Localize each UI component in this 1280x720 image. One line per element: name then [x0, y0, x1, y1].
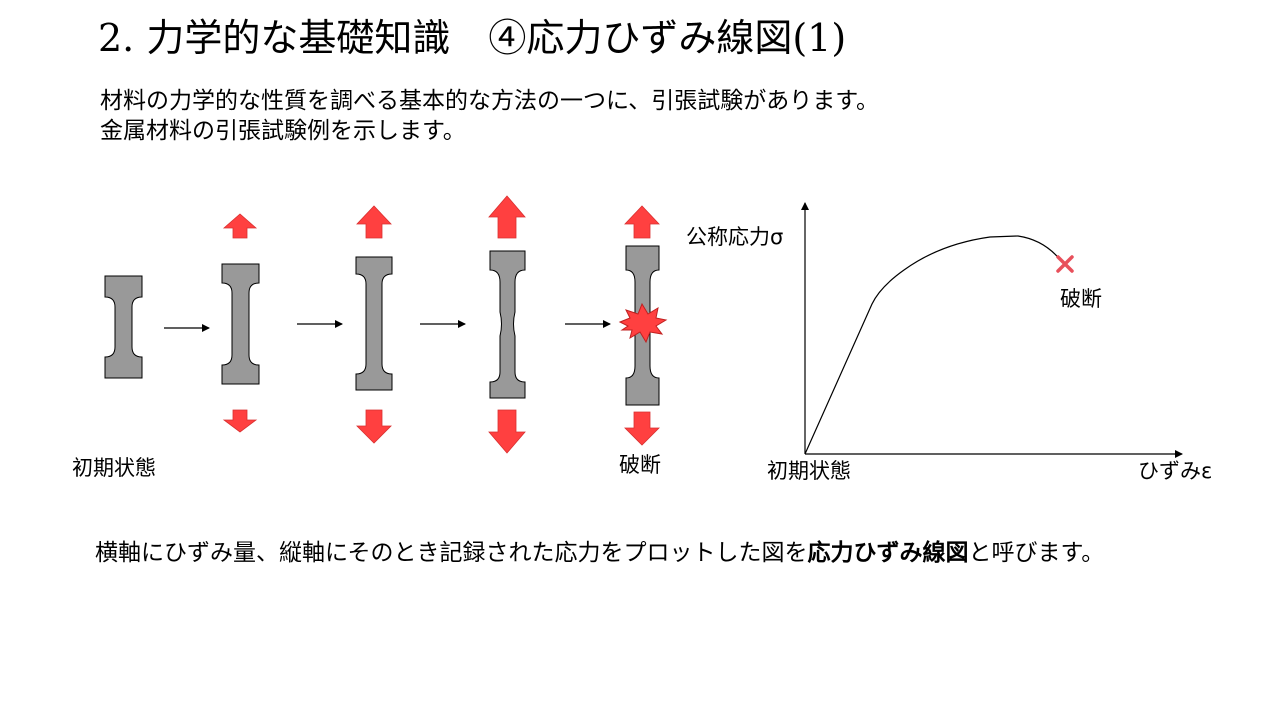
- x-axis-label: ひずみε: [1138, 459, 1212, 483]
- specimen-fracture-label: 破断: [619, 453, 661, 477]
- fracture-annotation: 破断: [1060, 287, 1102, 311]
- pull-arrow-down-5: [624, 411, 660, 446]
- specimen-stage-3: [355, 256, 393, 391]
- fracture-x-marker: [1056, 255, 1074, 273]
- specimen-stage-2: [221, 263, 260, 385]
- footer-text-after: と呼びます。: [968, 540, 1105, 566]
- specimen-stage-4: [489, 250, 526, 399]
- specimen-initial-label: 初期状態: [72, 456, 156, 480]
- intro-line-2: 金属材料の引張試験例を示します。: [100, 118, 466, 144]
- slide-title: 2. 力学的な基礎知識 ④応力ひずみ線図(1): [98, 16, 847, 60]
- fracture-burst-icon: [618, 302, 668, 344]
- pull-arrow-up-4: [488, 195, 526, 239]
- pull-arrow-up-2: [222, 213, 258, 239]
- intro-line-1: 材料の力学的な性質を調べる基本的な方法の一つに、引張試験があります。: [100, 88, 880, 114]
- footer-text-before: 横軸にひずみ量、縦軸にそのとき記録された応力をプロットした図を: [72, 540, 808, 566]
- pull-arrow-up-3: [356, 205, 392, 239]
- pull-arrow-down-2: [222, 409, 258, 433]
- stress-strain-curve: [804, 235, 1063, 455]
- intro-text: 材料の力学的な性質を調べる基本的な方法の一つに、引張試験があります。 金属材料の…: [100, 86, 879, 146]
- pull-arrow-down-4: [488, 409, 526, 454]
- footer-text: 横軸にひずみ量、縦軸にそのとき記録された応力をプロットした図を応力ひずみ線図と呼…: [72, 538, 1182, 569]
- origin-label: 初期状態: [767, 459, 851, 483]
- specimen-initial: [104, 275, 143, 379]
- footer-bold-term: 応力ひずみ線図: [807, 540, 969, 566]
- pull-arrow-down-3: [356, 409, 392, 444]
- pull-arrow-up-5: [624, 205, 660, 239]
- y-axis-label: 公称応力σ: [686, 225, 783, 249]
